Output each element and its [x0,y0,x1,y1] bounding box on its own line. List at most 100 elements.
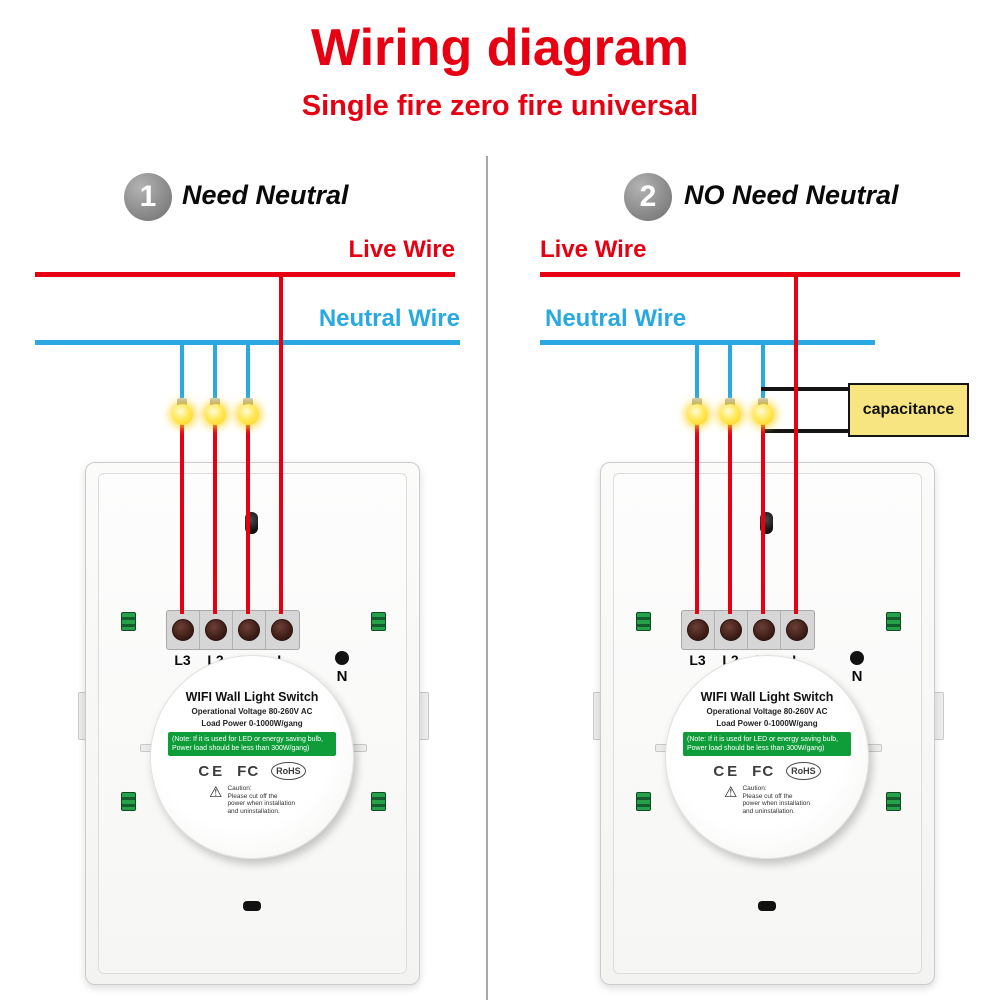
caution-line: and uninstallation. [742,807,795,815]
module-spec-power: Load Power 0-1000W/gang [716,719,818,728]
ce-mark: CE [713,762,741,780]
neutral-wire-label: Neutral Wire [318,305,460,332]
terminal-strip [166,610,300,650]
module-title: WIFI Wall Light Switch [185,690,319,704]
caution-text: Caution: Please cut off the power when i… [742,785,810,815]
page-subtitle: Single fire zero fire universal [301,90,699,122]
light-bulb-icon [237,398,259,426]
module-note: (Note: If it is used for LED or energy s… [683,732,851,756]
neutral-drop-wire [180,340,184,398]
lamp-wire [695,424,699,614]
neutral-drop-wire [761,340,765,398]
terminal-screw [753,619,775,641]
module-spec-voltage: Operational Voltage 80-260V AC [191,707,313,716]
lamp-wire [180,424,184,614]
mounting-clip [371,792,386,811]
neutral-drop-wire [695,340,699,398]
caution-line: Caution: [227,785,252,792]
terminal-cell [200,611,233,649]
step-number: 1 [139,180,157,213]
bottom-slot [758,901,776,911]
rohs-mark: RoHS [271,762,306,780]
step-label-2: NO Need Neutral [684,180,899,210]
wall-switch: L3 L2 L1 L N WIFI Wall Light Switch Oper… [593,462,944,985]
warning-icon: ⚠ [723,784,738,801]
caution-line: Please cut off the [742,792,793,800]
fcc-mark: FC [752,762,775,780]
step-badge-2: 2 [624,173,672,221]
warning-icon: ⚠ [208,784,223,801]
fcc-mark: FC [237,762,260,780]
bottom-slot [243,901,261,911]
terminal-screw [271,619,293,641]
mounting-clip [121,792,136,811]
caution-line: Caution: [742,785,767,792]
terminal-cell [233,611,266,649]
light-bulb-icon [204,398,226,426]
capacitance-label: capacitance [862,401,955,418]
terminal-cell [748,611,781,649]
terminal-screw [786,619,808,641]
live-wire-line [540,272,960,277]
light-bulb-icon [719,398,741,426]
rohs-mark: RoHS [786,762,821,780]
light-bulb-icon [752,398,774,426]
live-wire-line [35,272,455,277]
caution-block: ⚠ Caution: Please cut off the power when… [666,785,868,815]
capacitance-lead [761,429,848,433]
terminal-cell [682,611,715,649]
center-divider [486,156,488,1000]
live-drop-wire [794,272,798,614]
terminal-cell [167,611,200,649]
neutral-terminal-label: N [851,668,863,685]
terminal-cell [715,611,748,649]
capacitance-box: capacitance [848,383,969,437]
lamp-wire [213,424,217,614]
live-wire-label: Live Wire [348,236,456,263]
light-bulb-icon [686,398,708,426]
mounting-clip [636,792,651,811]
step-label-1: Need Neutral [182,180,349,210]
step-badge-1: 1 [124,173,172,221]
terminal-strip [681,610,815,650]
terminal-cell [781,611,813,649]
step-number: 2 [639,180,657,213]
lamp-wire [728,424,732,614]
caution-block: ⚠ Caution: Please cut off the power when… [151,785,353,815]
switch-module: WIFI Wall Light Switch Operational Volta… [665,655,869,859]
caution-line: Please cut off the [227,792,278,800]
light-bulb-icon [171,398,193,426]
terminal-cell [266,611,298,649]
mounting-clip [886,792,901,811]
live-wire-label: Live Wire [540,236,647,263]
neutral-terminal-dot [850,651,864,665]
caution-line: and uninstallation. [227,807,280,815]
terminal-screw [205,619,227,641]
certification-marks: CE FC RoHS [151,762,353,780]
neutral-terminal-dot [335,651,349,665]
neutral-drop-wire [213,340,217,398]
module-note: (Note: If it is used for LED or energy s… [168,732,336,756]
neutral-wire-label: Neutral Wire [545,305,687,332]
neutral-wire-line [540,340,875,345]
terminal-screw [720,619,742,641]
neutral-terminal-label: N [336,668,348,685]
terminal-label-l3: L3 [174,652,191,668]
mounting-clip [886,612,901,631]
terminal-screw [172,619,194,641]
caution-line: power when installation [742,800,811,807]
terminal-screw [238,619,260,641]
module-spec-power: Load Power 0-1000W/gang [201,719,303,728]
module-title: WIFI Wall Light Switch [700,690,834,704]
live-drop-wire [279,272,283,614]
module-spec-voltage: Operational Voltage 80-260V AC [706,707,828,716]
neutral-drop-wire [728,340,732,398]
terminal-label-l3: L3 [689,652,706,668]
ce-mark: CE [198,762,226,780]
neutral-drop-wire [246,340,250,398]
switch-module: WIFI Wall Light Switch Operational Volta… [150,655,354,859]
mounting-clip [636,612,651,631]
terminal-screw [687,619,709,641]
mounting-clip [121,612,136,631]
